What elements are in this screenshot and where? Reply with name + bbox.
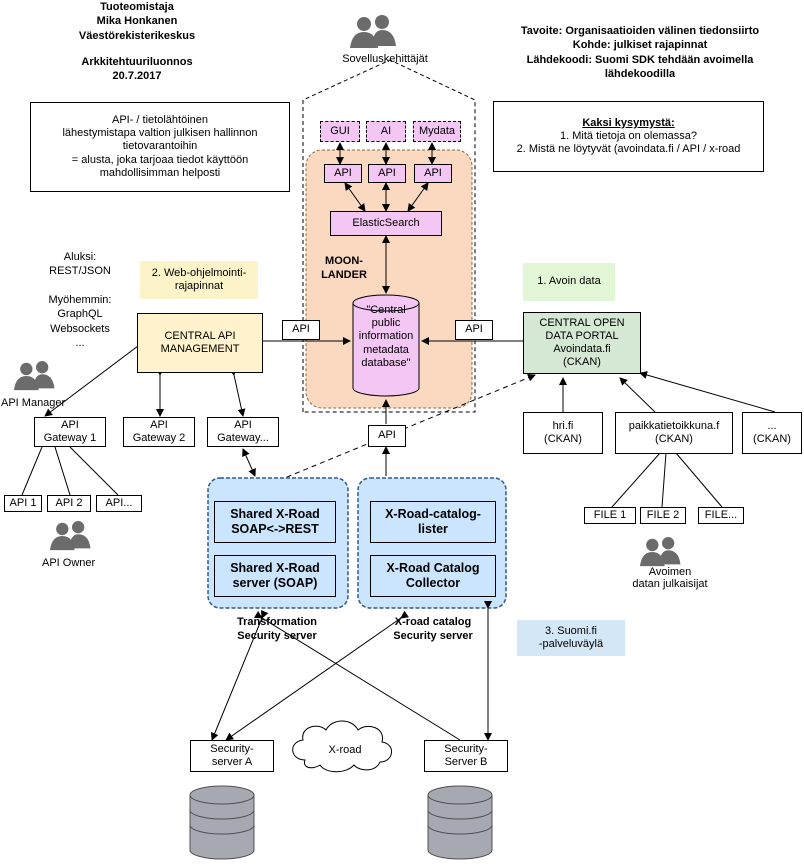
api-gateway-1: API Gateway 1 <box>34 417 106 447</box>
catalog-lister: X-Road-catalog- lister <box>370 501 496 543</box>
shared-soap-server: Shared X-Road server (SOAP) <box>214 555 336 597</box>
elasticsearch-box: ElasticSearch <box>330 211 442 236</box>
mydata-app: Mydata <box>413 121 461 142</box>
central-api-management: CENTRAL API MANAGEMENT <box>137 313 263 373</box>
ckan-hri: hri.fi (CKAN) <box>523 412 603 454</box>
catalog-ss-label: X-road catalog Security server <box>393 616 473 642</box>
gateway-api-1: API 1 <box>4 495 42 512</box>
security-server-a: Security- server A <box>190 740 274 772</box>
xroad-cloud <box>292 720 392 773</box>
formats-later: Myöhemmin: GraphQL Websockets ... <box>48 294 112 349</box>
question-2: 2. Mistä ne löytyvät (avoindata.fi / API… <box>516 143 741 156</box>
api-owner-label: API Owner <box>42 557 96 569</box>
header-goals: Tavoite: Organisaatioiden välinen tiedon… <box>520 25 760 80</box>
file-1: FILE 1 <box>584 507 636 524</box>
api-manager-people-icon <box>14 361 55 391</box>
central-db-cylinder <box>352 294 420 397</box>
developers-label: Sovelluskehittäjät <box>342 53 428 65</box>
api-box-ai: API <box>368 164 406 183</box>
api-box-mydata: API <box>414 164 452 183</box>
publishers-people-icon <box>640 537 681 567</box>
api-tag-left: API <box>282 320 320 340</box>
formats-initial: Aluksi: REST/JSON <box>30 250 130 279</box>
api-owner-people-icon <box>50 521 91 551</box>
xroad-label: X-road <box>328 744 362 756</box>
api-gateway-more: API Gateway... <box>207 417 279 447</box>
ckan-paikkatieto: paikkatietoikkuna.f (CKAN) <box>615 412 733 454</box>
catalog-collector: X-Road Catalog Collector <box>370 555 496 597</box>
central-db-label: "Central public information metadata dat… <box>358 304 414 369</box>
security-server-b: Security- Server B <box>424 740 508 772</box>
api-gateway-2: API Gateway 2 <box>123 417 195 447</box>
central-open-data-portal: CENTRAL OPEN DATA PORTAL Avoindata.fi (C… <box>523 312 641 374</box>
file-2: FILE 2 <box>640 507 686 524</box>
ckan-more: ... (CKAN) <box>742 412 802 454</box>
ai-app: AI <box>366 121 406 142</box>
gateway-api-2: API 2 <box>47 495 91 512</box>
gateway-api-more: API... <box>96 495 142 512</box>
file-more: FILE... <box>698 507 744 524</box>
formats-initial-text: Aluksi: REST/JSON <box>49 251 111 278</box>
developers-people-icon <box>350 15 396 48</box>
questions-title: Kaksi kysymystä: <box>582 116 675 129</box>
shared-soap-rest: Shared X-Road SOAP<->REST <box>214 501 336 543</box>
header-owner: Tuoteomistaja Mika Honkanen Väestörekist… <box>78 1 196 42</box>
api-tag-catalog: API <box>368 425 406 447</box>
question-1: 1. Mitä tietoja on olemassa? <box>560 129 697 142</box>
suomifi-label: 3. Suomi.fi -palveluväylä <box>517 620 625 656</box>
api-manager-label: API Manager <box>1 397 66 409</box>
gui-app: GUI <box>320 121 360 142</box>
database-b <box>427 785 493 860</box>
approach-box: API- / tietolähtöinen lähestymistapa val… <box>30 102 290 192</box>
open-data-label: 1. Avoin data <box>523 263 615 301</box>
moonlander-label: MOON- LANDER <box>321 255 367 282</box>
header-date: Arkkitehtuuriluonnos 20.7.2017 <box>81 56 193 83</box>
transformation-ss-label: Transformation Security server <box>236 616 318 642</box>
publishers-label: Avoimen datan julkaisijat <box>632 566 708 590</box>
database-a <box>189 785 255 860</box>
api-box-gui: API <box>324 164 362 183</box>
questions-box: Kaksi kysymystä: 1. Mitä tietoja on olem… <box>493 101 764 172</box>
api-tag-right: API <box>455 320 493 340</box>
web-apis-label: 2. Web-ohjelmointi- rajapinnat <box>140 261 258 299</box>
